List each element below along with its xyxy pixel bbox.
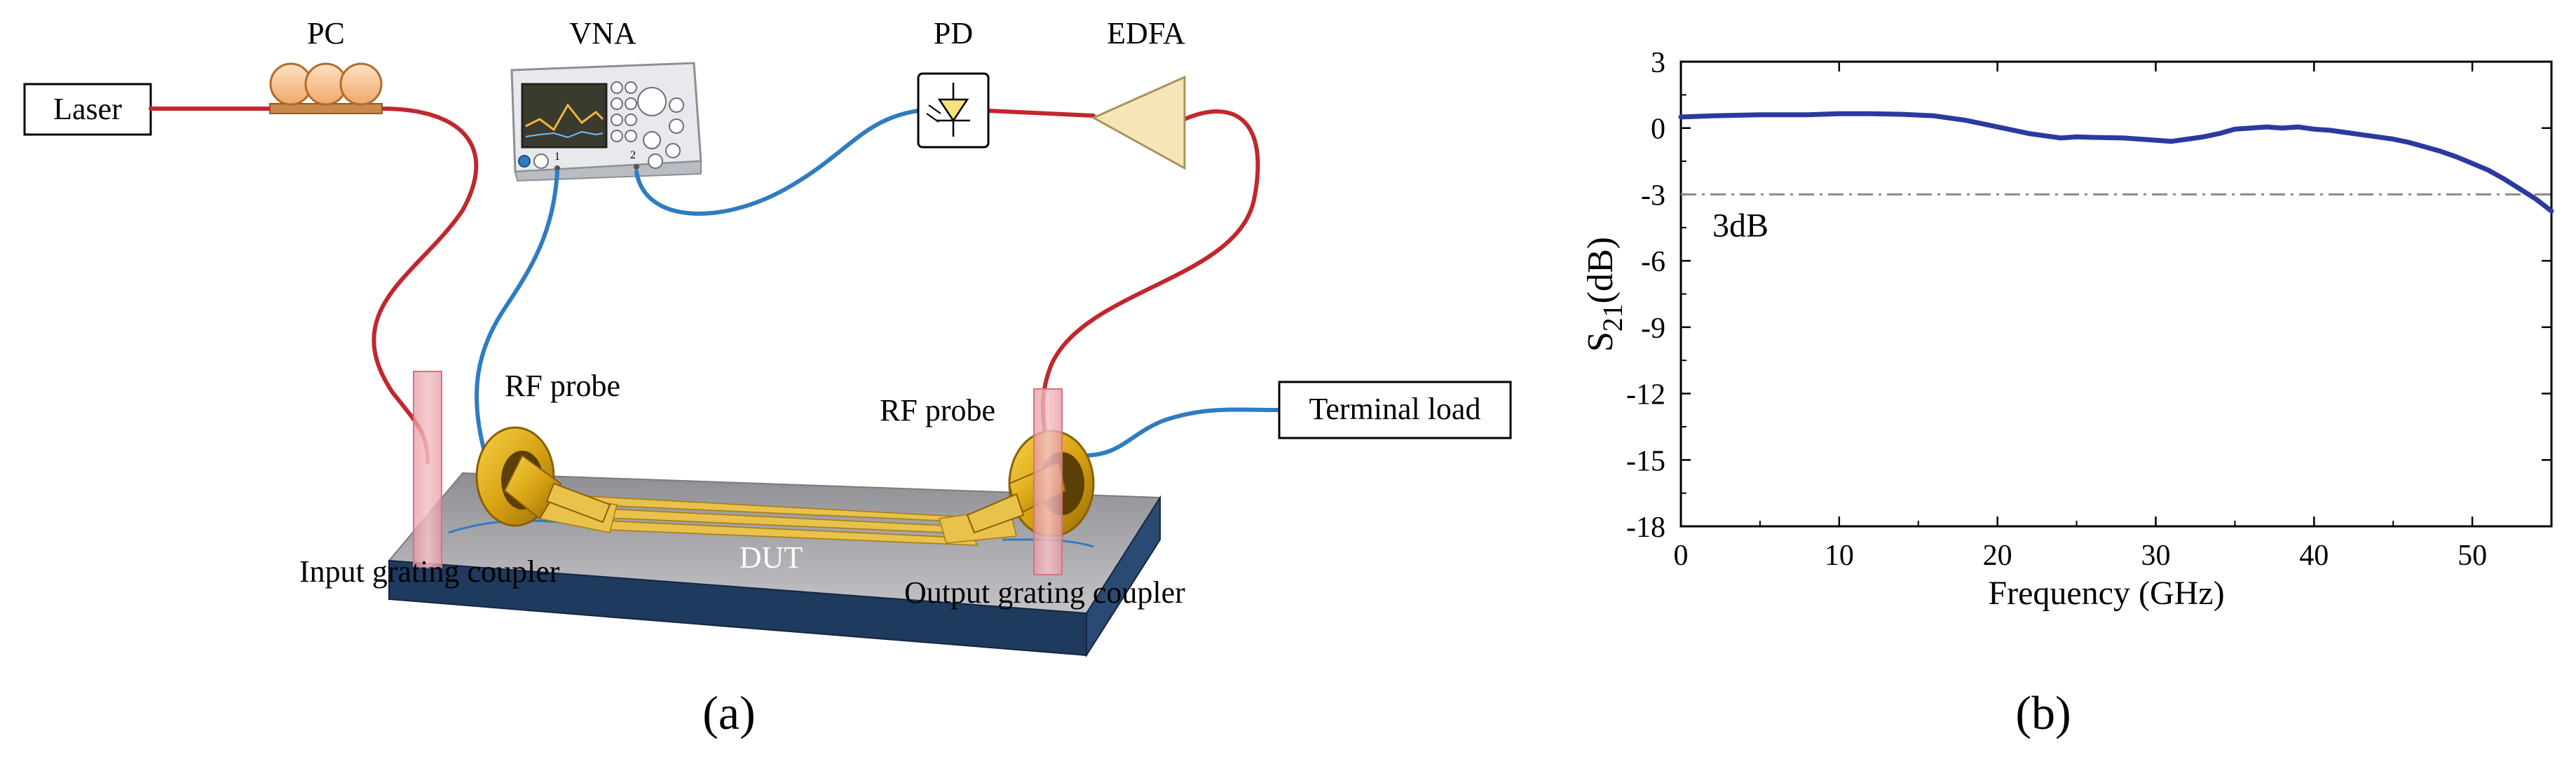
y-tick-label: -12: [1626, 379, 1665, 411]
rf-cables: [475, 109, 1281, 458]
vna-port-1-label: 1: [554, 151, 560, 163]
pd-label: PD: [934, 16, 973, 50]
dut-label: DUT: [740, 540, 803, 575]
edfa-label: EDFA: [1107, 16, 1185, 50]
edfa-amplifier: EDFA: [1091, 16, 1186, 170]
vna-label: VNA: [569, 16, 636, 50]
rf-probe-left-label: RF probe: [505, 369, 620, 403]
rf-probe-left: RF probe: [475, 369, 620, 527]
y-axis-label: S21(dB): [1581, 237, 1628, 352]
fiber-probes: [413, 371, 1063, 575]
cable-right-probe-to-load: [1081, 407, 1281, 458]
y-tick-label: 3: [1651, 47, 1665, 79]
terminal-load-label: Terminal load: [1309, 392, 1481, 426]
pc-label: PC: [307, 16, 345, 50]
setup-schematic: Laser PC VNA: [23, 16, 1512, 739]
x-tick-label: 0: [1674, 540, 1689, 572]
optical-fibers: [149, 107, 1260, 465]
x-tick-label: 30: [2141, 540, 2170, 572]
output-coupler-label: Output grating coupler: [904, 575, 1185, 610]
reference-line: 3dB: [1681, 193, 2551, 244]
x-axis-label: Frequency (GHz): [1988, 575, 2224, 612]
vna-screen: [521, 83, 608, 149]
y-tick-label: -3: [1641, 179, 1665, 212]
vna-instrument: VNA 1 2: [510, 16, 702, 182]
y-tick-label: 0: [1651, 114, 1665, 146]
x-tick-label: 50: [2458, 540, 2487, 572]
cable-vna-to-left-probe: [475, 170, 559, 451]
fiber-pc-to-input-coupler: [372, 107, 479, 465]
y-axis: 3 0 -3 -6 -9 -12 -15 -18: [1626, 47, 2551, 544]
fiber-pd-to-edfa: [986, 109, 1096, 118]
x-axis: 0 10 20 30 40 50: [1674, 62, 2552, 572]
y-tick-label: -15: [1626, 445, 1665, 477]
series-line: [1678, 111, 2554, 214]
cable-vna-to-pd: [634, 109, 920, 216]
y-tick-label: -9: [1641, 313, 1665, 345]
terminal-load-box: Terminal load: [1278, 381, 1512, 439]
plot-frame: [1679, 60, 2553, 528]
vna-port-1-icon: [518, 155, 531, 167]
laser-box: Laser: [23, 83, 152, 136]
x-tick-label: 20: [1983, 540, 2012, 572]
series: [1678, 111, 2554, 214]
panel-b-caption: (b): [2015, 686, 2071, 739]
amplifier-triangle-icon: [1091, 75, 1186, 170]
laser-label: Laser: [53, 92, 122, 126]
photodetector: PD: [917, 16, 990, 149]
polarization-controller: PC: [269, 16, 383, 114]
x-tick-label: 10: [1825, 540, 1854, 572]
panel-a-caption: (a): [702, 686, 755, 739]
x-tick-label: 40: [2299, 540, 2329, 572]
vna-port-2-label: 2: [630, 149, 636, 161]
input-coupler-label: Input grating coupler: [299, 554, 560, 589]
three-db-label: 3dB: [1712, 207, 1769, 244]
y-tick-label: -18: [1626, 512, 1665, 544]
chip-substrate: [387, 472, 1161, 658]
rf-probe-right-label: RF probe: [880, 393, 995, 428]
y-tick-label: -6: [1641, 246, 1665, 278]
